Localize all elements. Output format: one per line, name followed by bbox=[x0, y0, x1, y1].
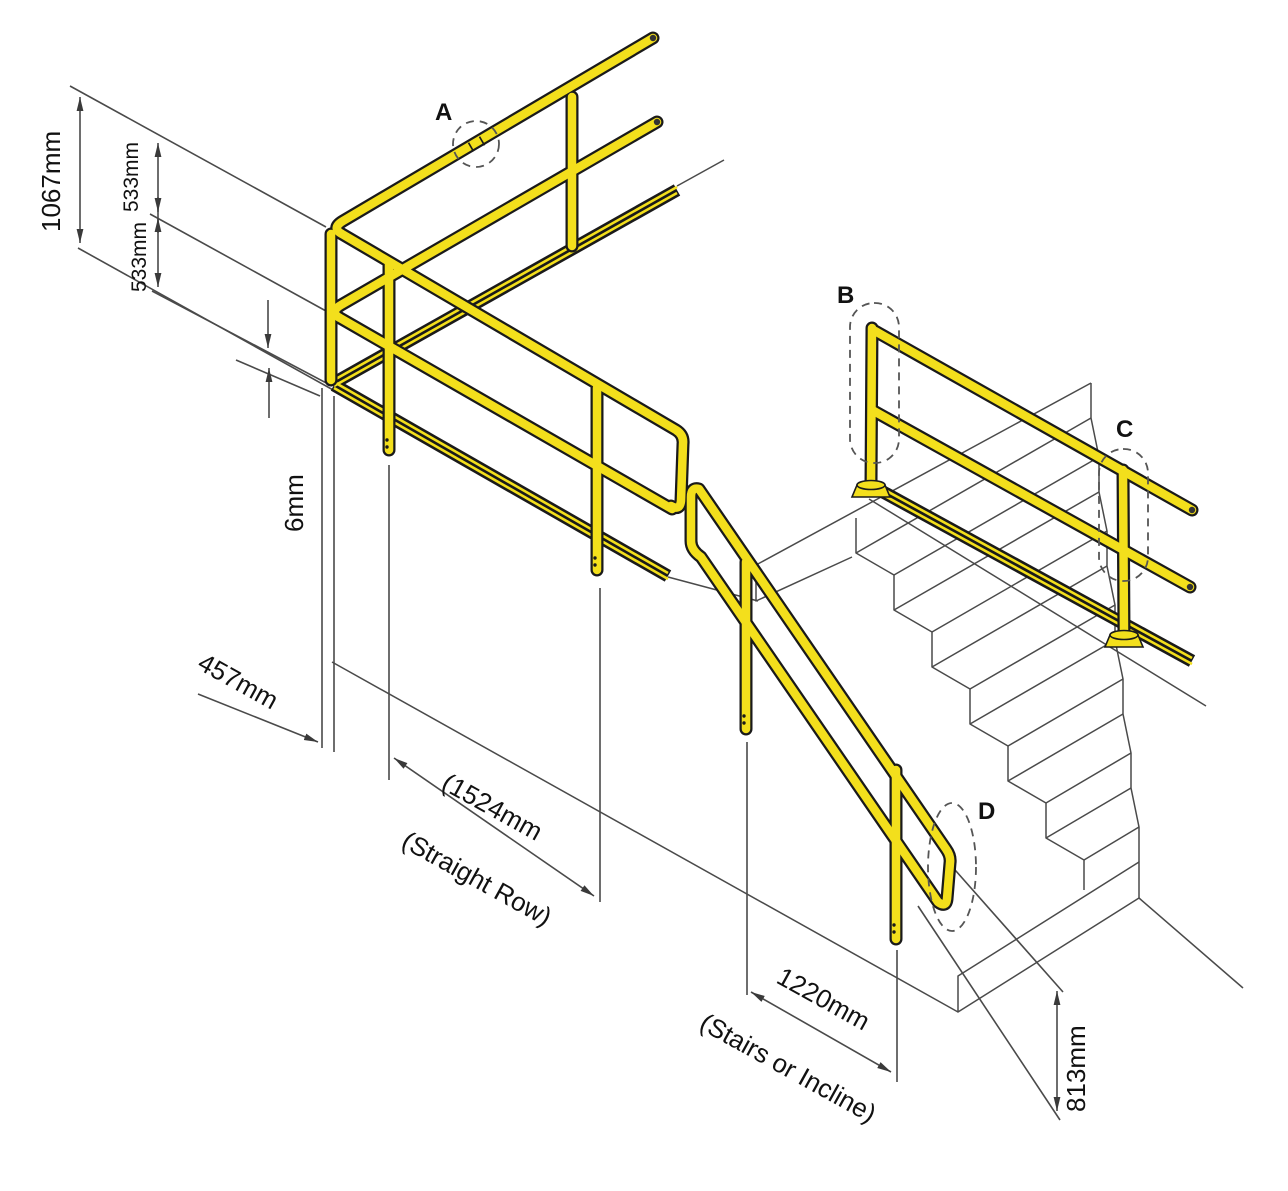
callout-d-marker bbox=[927, 802, 977, 932]
dimension-lines bbox=[69, 85, 1064, 1121]
stairs-outline bbox=[331, 159, 1244, 1013]
callout-b-marker bbox=[849, 302, 900, 464]
callout-a-circle bbox=[452, 120, 500, 168]
dim-straight-row-label: (1524mm bbox=[437, 767, 548, 846]
dim-overall-height-label: 1067mm bbox=[36, 131, 66, 232]
dim-corner-spacing-label: 457mm bbox=[193, 647, 283, 715]
dim-toe-gap-label: 6mm bbox=[279, 474, 309, 532]
dim-mid-to-toe-label: 533mm bbox=[128, 222, 151, 292]
callout-d-label: D bbox=[978, 798, 995, 825]
rail-joint-seams bbox=[467, 136, 486, 152]
dim-stairs-spacing-label: 1220mm bbox=[772, 961, 875, 1036]
dim-top-to-mid-label: 533mm bbox=[120, 142, 143, 212]
callout-markers bbox=[452, 120, 1149, 932]
dim-stair-rail-height-label: 813mm bbox=[1061, 1025, 1091, 1112]
post-base-dots bbox=[385, 438, 896, 934]
callout-c-label: C bbox=[1116, 416, 1133, 443]
callout-c-marker bbox=[1098, 448, 1149, 582]
rail-end-caps bbox=[649, 34, 1196, 591]
callout-b-label: B bbox=[837, 282, 854, 309]
callout-a-label: A bbox=[435, 99, 452, 126]
post-base-flanges bbox=[850, 479, 1145, 648]
